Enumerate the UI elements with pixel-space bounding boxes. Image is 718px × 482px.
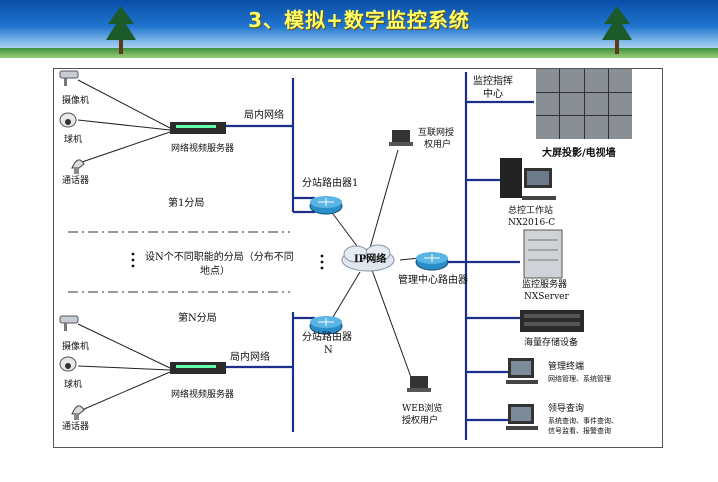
camera-label: 摄像机 bbox=[62, 96, 90, 106]
lan-label: 局内网络 bbox=[244, 110, 284, 121]
video-server-icon bbox=[170, 362, 226, 374]
storage-label: 海量存储设备 bbox=[524, 338, 579, 348]
leader-query-sub-label-1: 系统查询、事件查询、 bbox=[548, 417, 618, 425]
branch-separators bbox=[68, 231, 290, 293]
web-user-label-2: 授权用户 bbox=[402, 416, 439, 426]
server-icon bbox=[523, 229, 563, 279]
workstation-icon bbox=[500, 158, 556, 200]
intercom-icon bbox=[71, 405, 85, 420]
branch-label: 第1分局 bbox=[168, 198, 205, 209]
router-icon bbox=[309, 316, 343, 335]
intercom-icon bbox=[71, 159, 85, 174]
device-links bbox=[77, 79, 421, 411]
storage-icon bbox=[520, 310, 584, 332]
internet-user-label: 互联网授 bbox=[418, 128, 455, 138]
laptop-icon bbox=[389, 130, 413, 146]
web-user-label: WEB浏览 bbox=[402, 404, 443, 414]
workstation-label: 总控工作站 bbox=[508, 206, 554, 216]
video-wall-label: 大屏投影/电视墙 bbox=[542, 148, 616, 159]
terminal-icon bbox=[506, 358, 538, 384]
dome-label: 球机 bbox=[64, 380, 83, 390]
laptop-icon bbox=[407, 376, 431, 392]
command-center-label-2: 中心 bbox=[483, 89, 503, 100]
mgmt-terminal-sub-label: 网络管理、系统管理 bbox=[548, 375, 611, 383]
cloud-icon bbox=[341, 244, 395, 272]
server-model-label: NXServer bbox=[524, 292, 569, 302]
router-label: 分站路由器 bbox=[302, 332, 352, 343]
branch-note-line2: 地点） bbox=[200, 266, 230, 277]
center-router-label: 管理中心路由器 bbox=[398, 275, 468, 286]
video-server-icon bbox=[170, 122, 226, 134]
tree-icon bbox=[602, 6, 632, 54]
internet-user-label-2: 权用户 bbox=[424, 140, 452, 150]
video-server-label: 网络视频服务器 bbox=[171, 144, 235, 154]
branch-label: 第N分局 bbox=[178, 313, 217, 324]
camera-label: 摄像机 bbox=[62, 342, 90, 352]
dome-camera-icon bbox=[59, 112, 77, 128]
router-icon bbox=[309, 196, 343, 215]
dome-camera-icon bbox=[59, 356, 77, 372]
slide-title: 3、模拟+数字监控系统 bbox=[248, 8, 470, 32]
video-server-label: 网络视频服务器 bbox=[171, 390, 235, 400]
server-label: 监控服务器 bbox=[522, 280, 568, 290]
leader-query-sub-label-2: 信号监看、报警查询 bbox=[548, 427, 611, 435]
ellipsis-dots bbox=[131, 252, 324, 270]
banner-ground bbox=[0, 48, 718, 58]
mgmt-terminal-label: 管理终端 bbox=[548, 362, 585, 372]
network-backbone bbox=[225, 72, 534, 440]
ip-network-label: IP网络 bbox=[354, 254, 387, 265]
branch-note-line1: 设N个不同职能的分局（分布不同 bbox=[145, 252, 294, 263]
router-label-n: N bbox=[324, 345, 333, 356]
video-wall-icon bbox=[536, 69, 632, 139]
camera-icon bbox=[59, 315, 79, 331]
command-center-label: 监控指挥 bbox=[473, 76, 513, 87]
router-label: 分站路由器1 bbox=[302, 178, 359, 189]
camera-icon bbox=[59, 70, 79, 86]
lan-label: 局内网络 bbox=[230, 352, 270, 363]
workstation-model-label: NX2016-C bbox=[508, 218, 556, 228]
intercom-label: 通话器 bbox=[62, 176, 90, 186]
leader-query-label: 领导查询 bbox=[548, 404, 585, 414]
router-icon bbox=[415, 252, 449, 271]
dome-label: 球机 bbox=[64, 135, 83, 145]
terminal-icon bbox=[506, 404, 538, 430]
tree-icon bbox=[106, 6, 136, 54]
intercom-label: 通话器 bbox=[62, 422, 90, 432]
slide-banner: 3、模拟+数字监控系统 bbox=[0, 0, 718, 58]
